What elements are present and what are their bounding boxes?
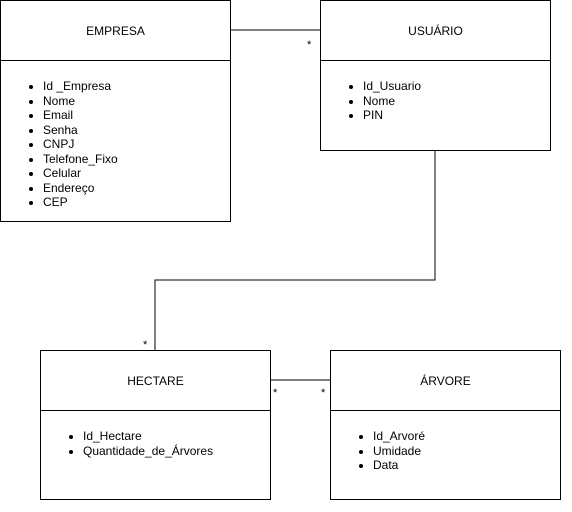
- attribute-item: CEP: [43, 195, 230, 210]
- attribute-item: Nome: [363, 94, 550, 109]
- attribute-list: Id _EmpresaNomeEmailSenhaCNPJTelefone_Fi…: [1, 61, 230, 210]
- entity-usuario[interactable]: USUÁRIO Id_UsuarioNomePIN: [320, 0, 551, 151]
- attribute-item: Senha: [43, 123, 230, 138]
- usuario-hectare-connector: [154, 150, 436, 350]
- entity-title: ÁRVORE: [331, 351, 560, 411]
- attribute-item: Celular: [43, 166, 230, 181]
- entity-title: USUÁRIO: [321, 1, 550, 61]
- attribute-item: Id_Arvoré: [373, 429, 560, 444]
- entity-title: EMPRESA: [1, 1, 230, 61]
- attribute-item: Quantidade_de_Árvores: [83, 444, 270, 459]
- entity-title: HECTARE: [41, 351, 270, 411]
- attribute-item: Id _Empresa: [43, 79, 230, 94]
- attribute-item: Endereço: [43, 181, 230, 196]
- attribute-list: Id_UsuarioNomePIN: [321, 61, 550, 123]
- entity-arvore[interactable]: ÁRVORE Id_ArvoréUmidadeData: [330, 350, 561, 500]
- attribute-item: CNPJ: [43, 137, 230, 152]
- entity-empresa[interactable]: EMPRESA Id _EmpresaNomeEmailSenhaCNPJTel…: [0, 0, 231, 222]
- attribute-item: Id_Hectare: [83, 429, 270, 444]
- attribute-item: PIN: [363, 108, 550, 123]
- attribute-list: Id_HectareQuantidade_de_Árvores: [41, 411, 270, 458]
- multiplicity-hectare: *: [143, 339, 148, 351]
- multiplicity-usuario: *: [307, 39, 312, 51]
- attribute-list: Id_ArvoréUmidadeData: [331, 411, 560, 473]
- entity-hectare[interactable]: HECTARE Id_HectareQuantidade_de_Árvores: [40, 350, 271, 500]
- attribute-item: Id_Usuario: [363, 79, 550, 94]
- multiplicity-arvore: *: [321, 387, 326, 399]
- attribute-item: Data: [373, 458, 560, 473]
- attribute-item: Email: [43, 108, 230, 123]
- attribute-item: Nome: [43, 94, 230, 109]
- attribute-item: Umidade: [373, 444, 560, 459]
- multiplicity-hectare-arvore: *: [273, 387, 278, 399]
- attribute-item: Telefone_Fixo: [43, 152, 230, 167]
